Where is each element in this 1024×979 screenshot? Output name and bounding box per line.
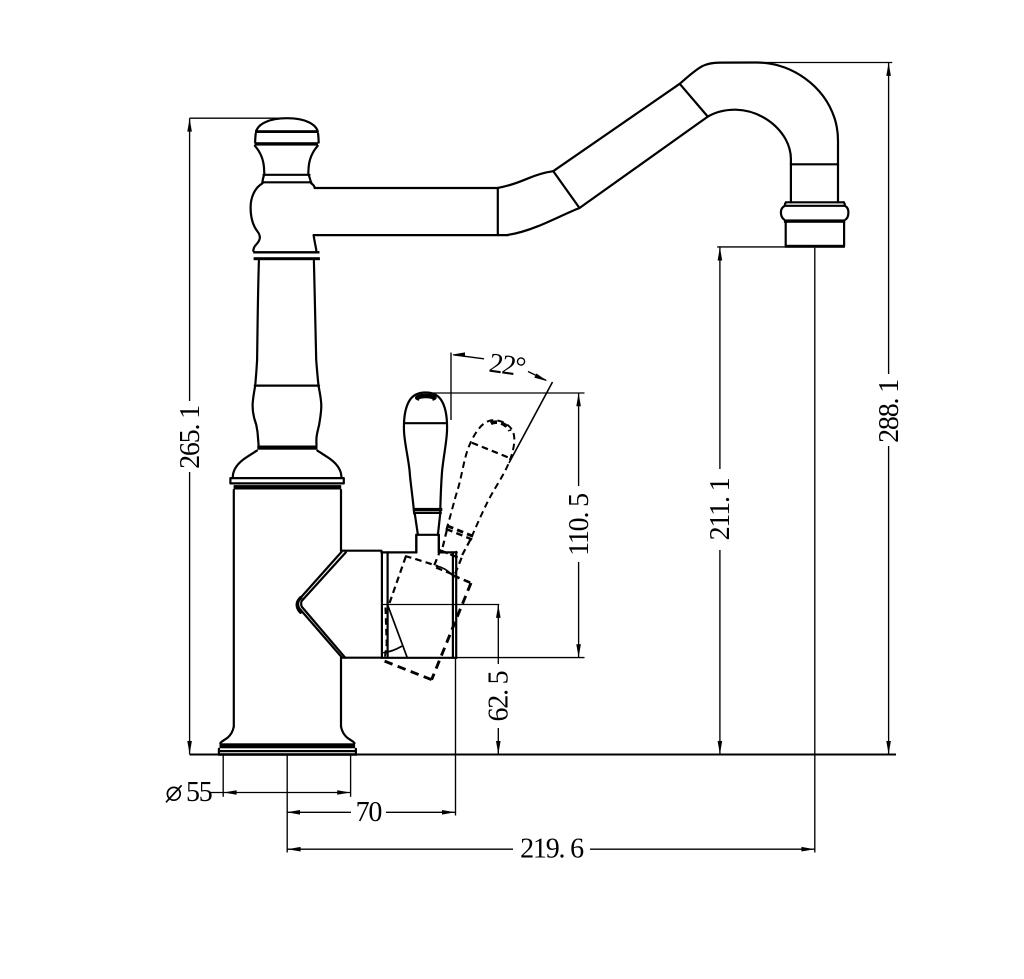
svg-text:22°: 22° — [487, 348, 527, 384]
svg-text:55: 55 — [186, 777, 212, 808]
svg-text:110. 5: 110. 5 — [564, 494, 595, 556]
svg-text:219. 6: 219. 6 — [520, 834, 584, 865]
svg-text:70: 70 — [356, 797, 382, 828]
svg-text:288. 1: 288. 1 — [874, 380, 905, 443]
svg-text:211. 1: 211. 1 — [705, 478, 736, 540]
svg-text:265. 1: 265. 1 — [175, 406, 206, 469]
svg-text:62. 5: 62. 5 — [484, 671, 515, 721]
